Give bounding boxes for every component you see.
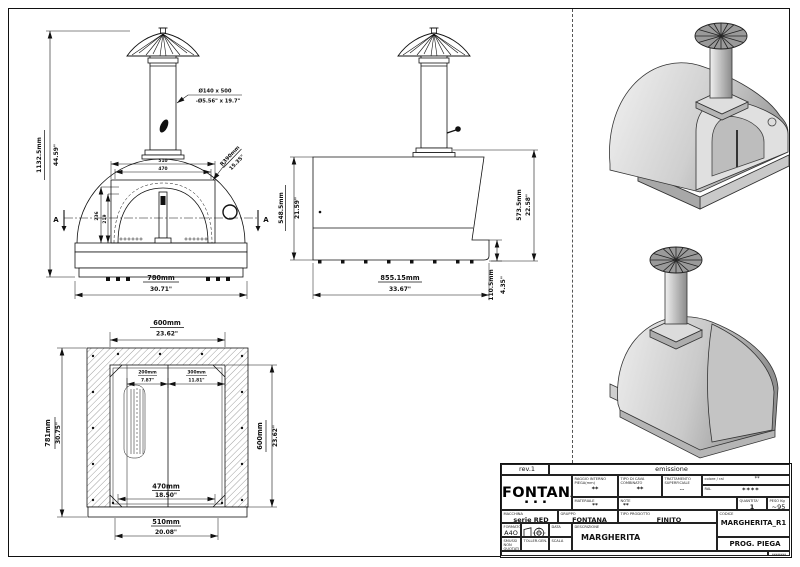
macchina-cell: MACCHINA serie RED PASSION [501,510,558,523]
projection-cell [521,523,549,537]
side-view: 548.5mm 21.59" 573.5mm 22.58" 855.15mm 3… [278,27,538,301]
plan-front-shelf [87,506,248,518]
smussi-cell: SMUSSI NON QUOTATI [501,537,521,551]
quantita-cell: QUANTITA' 1 [737,497,767,510]
dim-chimney-in: -Ø5.56" x 19.7" [196,98,241,105]
dim-plan-depth-mm: 600mm [256,422,264,450]
chimney-cap-side [397,27,471,57]
dim-side-depth-in: 33.67" [389,286,411,293]
tipo-prodotto-cell: TIPO PRODOTTO FINITO [618,510,717,523]
trattamento-cell: TRATTAMENTO SUPERFICIALE -- [662,475,702,497]
damper-lever-icon [159,119,169,133]
dim-chimney-mm: Ø140 x 500 [198,88,231,95]
dim-plan-top-mm: 600mm [153,319,181,327]
dim-front-width-in: 30.71" [150,286,172,293]
footer-cell: Questo disegno e' proprieta' riservata d… [501,551,768,556]
thermometer-icon [222,204,238,220]
dim-plan-base-mm: 510mm [152,518,180,526]
logo-cell: FONTANA ▪ ▪ ▪ [501,475,572,510]
fontana-logo: FONTANA [502,485,571,501]
data-cell: DATA [549,523,572,537]
rev-desc-cell: emissione [549,464,790,475]
chimney-stack-side [420,55,448,149]
footer-right-cell: ******** [768,551,790,556]
chimney-cap-front [126,27,200,57]
iso2-chimney-cap [649,246,703,274]
projection-symbol-icon [523,527,546,536]
oven-feet [106,277,230,281]
oven-feet-side [318,260,474,264]
dim-plan-depth-in: 23.62" [272,425,279,447]
dim-side-hright-in: 22.58" [525,194,532,216]
chimney-stack-front [149,55,177,151]
dim-side-step-mm: 110.5mm [488,269,495,300]
codice-cell: CODICE MARGHERITA_R1 [717,510,790,537]
front-view: 510 470 236 219 Ø140 x 500 -Ø5.56" x 19.… [36,27,269,299]
iso-thermometer-icon [767,117,777,127]
iso-chimney [709,41,733,99]
iso-view-rear [609,246,779,459]
iso2-chimney [664,267,688,325]
dim-side-hright-mm: 573.5mm [516,189,523,220]
gruppo-cell: GRUPPO FONTANA FORNI [558,510,618,523]
descrizione-cell: DESCRIZIONE MARGHERITA [572,523,717,551]
prog-cell: PROG. PIEGA [717,537,790,551]
dim-front-width-mm: 780mm [147,274,175,282]
cava-cell: TIPO DI CAVA COMBINATO ** [618,475,662,497]
scala-cell: SCALA [549,537,572,551]
rev-desc: emissione [655,465,688,473]
section-label-right: A [263,216,269,224]
dim-plan-base-in: 20.08" [155,529,177,536]
oven-body-side [312,156,490,261]
plan-screws [91,352,244,505]
dim-plan-door-in: 18.50" [155,492,177,499]
rev-label: rev.1 [518,465,536,473]
vent-holes [119,237,208,241]
colore-cell: colore / ral ** [702,475,790,485]
sheet-divider-dashed [572,9,573,463]
dim-plan-zone2-in: 11.81" [188,378,204,384]
damper-knob-icon [455,126,461,132]
iso-chimney-cap [694,22,748,50]
dim-plan-top-in: 23.62" [156,331,178,338]
plan-interior [109,364,226,508]
dim-front-w2: 470 [158,166,167,172]
dim-front-h2: 219 [102,214,108,223]
dim-side-hleft-in: 21.59" [294,197,301,219]
dim-plan-left-mm: 781mm [44,419,52,447]
dim-side-hleft-mm: 548.5mm [278,192,285,223]
title-block: rev.1 emissione FONTANA ▪ ▪ ▪ RAGGIO INT… [500,463,792,558]
dim-side-depth-mm: 855.15mm [380,274,419,282]
dim-plan-zone2-mm: 300mm [187,370,206,376]
iso2-back-face [707,323,775,443]
ral-cell: RAL **** [702,485,790,497]
fontana-logo-dots: ▪ ▪ ▪ [524,499,549,505]
dim-front-h1: 236 [94,211,100,220]
formato-cell: FORMATO A4O [501,523,521,537]
dim-overall-h-in: 44.59" [53,144,60,166]
note-cell: NOTE ** [618,497,737,510]
peso-cell: PESO Kg ~95 [767,497,790,510]
dim-plan-left-in: 30.75" [55,422,62,444]
materiale-cell: MATERIALE ** [572,497,618,510]
plan-view: 600mm 23.62" 200mm 7.87" 300mm 11.81" 60… [44,319,279,540]
dim-side-step-in: 4.35" [500,276,507,294]
section-label-left: A [53,216,59,224]
raggio-cell: RAGGIO INTERNO PIEGA(mm) ** [572,475,618,497]
sheet-border [8,8,790,557]
dim-front-w1: 510 [158,158,167,164]
dim-overall-h-mm: 1132.5mm [36,137,43,173]
iso-view-front [609,22,790,210]
toller-cell: TOLLER.GEN. [521,537,549,551]
dim-plan-door-mm: 470mm [152,483,180,491]
dim-plan-zone1-in: 7.87" [141,378,154,384]
rev-cell: rev.1 [501,464,549,475]
dim-plan-zone1-mm: 200mm [138,370,157,376]
